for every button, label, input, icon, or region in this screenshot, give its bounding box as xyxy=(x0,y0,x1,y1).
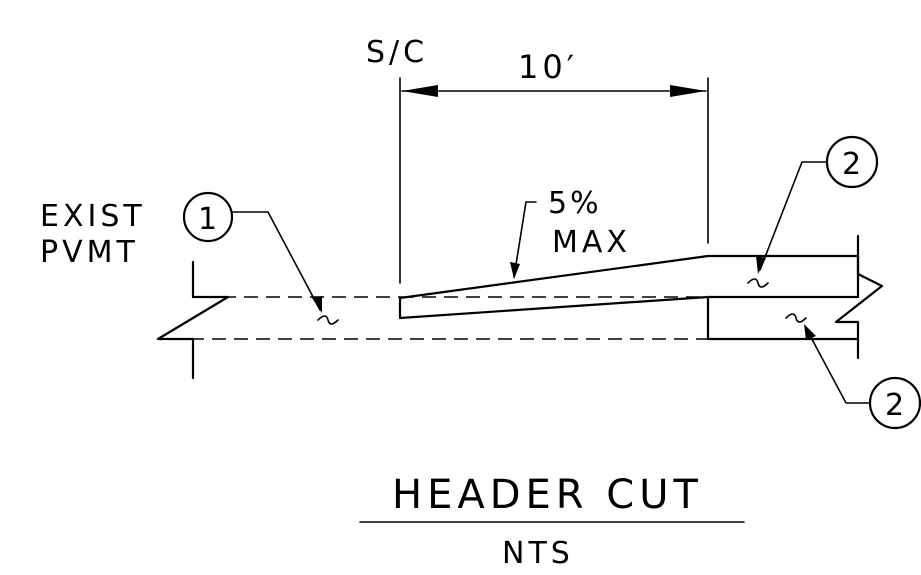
callout-2-bottom-leader xyxy=(805,327,871,404)
dimension-arrow-right xyxy=(670,85,706,97)
callout-2-top-arrow xyxy=(756,256,766,274)
title-label: HEADER CUT xyxy=(392,472,703,518)
callout-1-squiggle-icon xyxy=(317,315,339,325)
dimension-label: 10′ xyxy=(518,48,578,86)
sc-label: S/C xyxy=(366,35,428,70)
callout-1-circle xyxy=(182,191,234,243)
slope-leader-arrow xyxy=(510,262,520,279)
slope-label-line1: 5% xyxy=(548,186,602,221)
callout-2-top-number: 2 xyxy=(842,147,861,182)
callout-2-bottom-squiggle-icon xyxy=(785,313,807,323)
dimension-arrow-left xyxy=(402,85,438,97)
callout-2-bottom-number: 2 xyxy=(885,388,904,423)
break-line-left xyxy=(156,295,230,380)
slope-leader xyxy=(513,201,537,278)
slope-label-line2: MAX xyxy=(552,225,631,260)
callout-1-leader xyxy=(231,211,321,311)
break-line-right xyxy=(834,234,884,360)
callout-2-bottom-arrow xyxy=(804,324,816,340)
callout-1-arrow xyxy=(312,296,322,313)
callout-2-top-squiggle-icon xyxy=(747,278,769,288)
exist-label-line1: EXIST xyxy=(40,199,146,234)
callout-1-number: 1 xyxy=(198,202,217,237)
exist-label-line2: PVMT xyxy=(40,235,139,270)
new-pavement-lower-block xyxy=(706,295,860,341)
scale-label: NTS xyxy=(502,536,574,571)
callout-2-top-leader xyxy=(759,161,828,271)
header-cut-wedge xyxy=(398,254,860,320)
